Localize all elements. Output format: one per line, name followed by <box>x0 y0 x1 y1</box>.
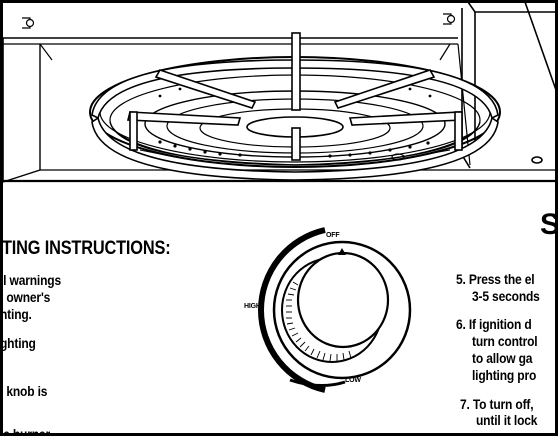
left-instruction-line: ghting <box>0 335 36 351</box>
left-instruction-line: hting. <box>0 306 32 322</box>
knob-grip-hatching <box>286 281 352 362</box>
right-instruction-line: to allow ga <box>472 350 533 366</box>
control-knob <box>258 227 412 393</box>
knob-face <box>296 251 390 349</box>
off-pointer-icon <box>338 248 346 255</box>
burner-grate <box>91 32 499 181</box>
section-letter: S <box>540 208 558 241</box>
tray-hole <box>391 153 405 161</box>
right-instruction-line: 6. If ignition d <box>456 316 532 332</box>
left-instruction-line: l knob is <box>0 383 48 399</box>
low-arc <box>289 378 346 387</box>
control-hole <box>531 156 543 164</box>
right-instruction-line: until it lock <box>476 412 538 428</box>
lighting-instructions-heading: TING INSTRUCTIONS: <box>2 238 171 259</box>
right-instruction-line: 5. Press the el <box>456 271 535 287</box>
right-instruction-line: lighting pro <box>472 367 537 383</box>
burner-ports <box>158 87 432 158</box>
flame-range-arc <box>258 227 326 393</box>
right-instruction-line: 3-5 seconds <box>472 288 540 304</box>
knob-high-label: HIGH <box>244 303 261 310</box>
right-instruction-line: 7. To turn off, <box>460 396 534 412</box>
left-instruction-line: ll warnings <box>0 272 62 288</box>
cooktop-tray <box>2 37 556 183</box>
knob-off-label: OFF <box>326 232 340 239</box>
knob-low-label: LOW <box>345 377 361 384</box>
left-instruction-line: l owner's <box>0 289 51 305</box>
left-instruction-line: le burner <box>0 426 50 436</box>
right-instruction-line: turn control <box>472 333 538 349</box>
